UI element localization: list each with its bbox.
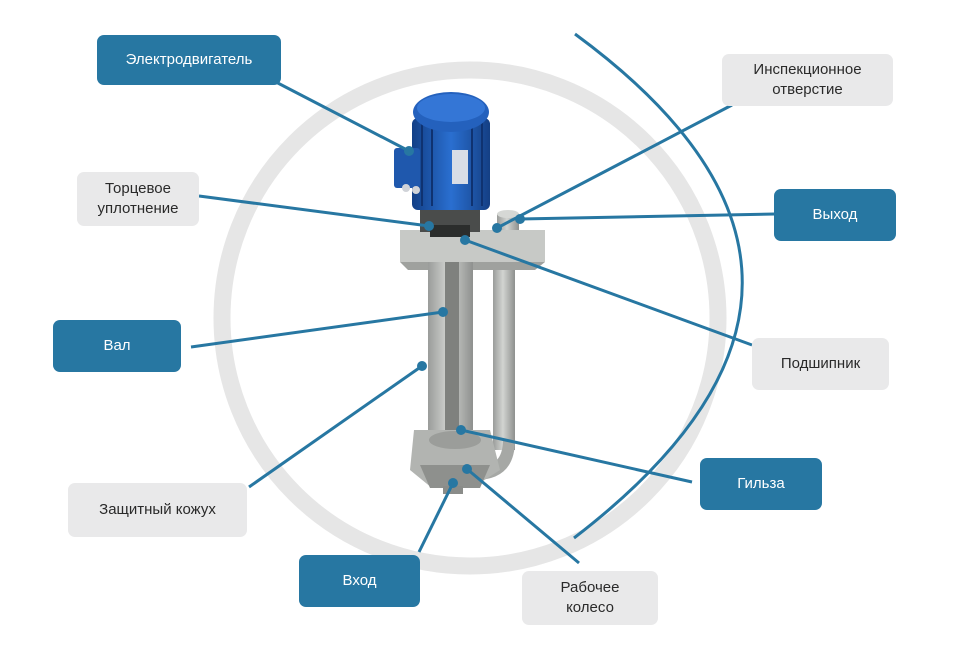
outline-arc	[573, 32, 744, 540]
label-shaft: Вал	[53, 320, 181, 372]
leader-lines	[190, 78, 776, 565]
label-motor: Электродвигатель	[97, 35, 281, 85]
pump-illustration	[394, 92, 545, 494]
label-impeller: Рабочее колесо	[522, 571, 658, 625]
label-mechanical-seal: Торцевое уплотнение	[77, 172, 199, 226]
background-ring	[213, 61, 727, 575]
label-inspection-hole: Инспекционное отверстие	[722, 54, 893, 106]
label-bearing: Подшипник	[752, 338, 889, 390]
label-outlet: Выход	[774, 189, 896, 241]
label-inlet: Вход	[299, 555, 420, 607]
label-protective-casing: Защитный кожух	[68, 483, 247, 537]
anchor-dots	[404, 146, 525, 488]
label-sleeve: Гильза	[700, 458, 822, 510]
